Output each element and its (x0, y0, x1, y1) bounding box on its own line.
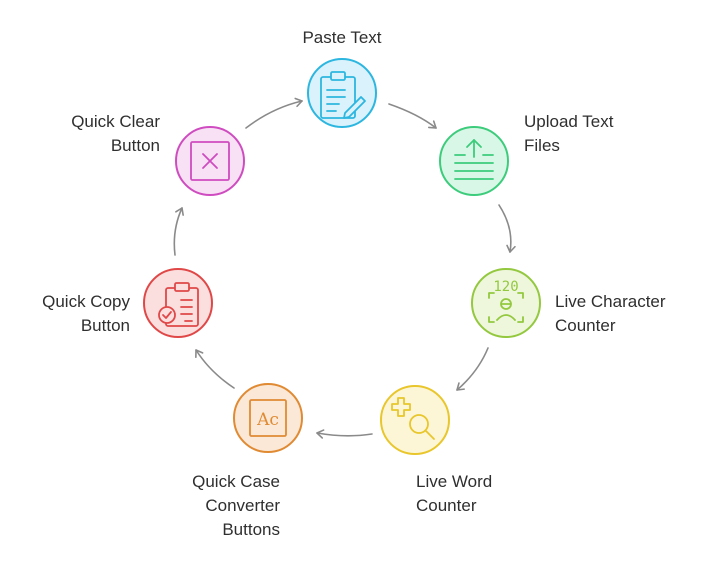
clipboard-check-icon (158, 282, 199, 327)
step-live-character-counter: 120 (471, 268, 541, 338)
step-quick-copy-button (143, 268, 213, 338)
label-quick-copy-button: Quick Copy Button (42, 292, 130, 335)
arrow-upload-to-character (498, 204, 516, 253)
label-upload-text-files: Upload Text Files (524, 112, 614, 155)
step-quick-clear-button (175, 126, 245, 196)
character-count-icon: 120 (488, 279, 524, 323)
connector-arrows (173, 97, 516, 439)
label-quick-clear-button: Quick Clear Button (71, 112, 160, 155)
arrow-character-to-word (456, 347, 489, 391)
step-quick-case-converter: Ac (233, 383, 303, 453)
label-live-word-counter: Live Word Counter (416, 472, 493, 515)
case-convert-glyph: Ac (256, 410, 279, 430)
case-convert-icon: Ac (249, 399, 287, 437)
character-count-digits: 120 (493, 279, 518, 295)
step-live-word-counter (380, 385, 450, 455)
label-paste-text: Paste Text (302, 28, 382, 47)
upload-text-files-circle (439, 126, 509, 196)
arrow-clear-to-paste (245, 97, 303, 129)
arrow-copy-to-clear (173, 207, 184, 256)
label-live-character-counter: Live Character Counter (555, 292, 666, 335)
step-upload-text-files (439, 126, 509, 196)
live-word-counter-circle (380, 385, 450, 455)
arrow-paste-to-upload (388, 103, 437, 129)
arrow-word-to-case (316, 429, 373, 439)
step-paste-text (307, 58, 377, 128)
word-search-icon (391, 397, 435, 440)
clipboard-edit-icon (320, 71, 366, 119)
arrow-case-to-copy (195, 349, 235, 389)
upload-file-icon (454, 139, 494, 180)
clear-x-icon (190, 141, 230, 181)
paste-text-circle (307, 58, 377, 128)
label-quick-case-converter: Quick Case Converter Buttons (192, 472, 280, 539)
